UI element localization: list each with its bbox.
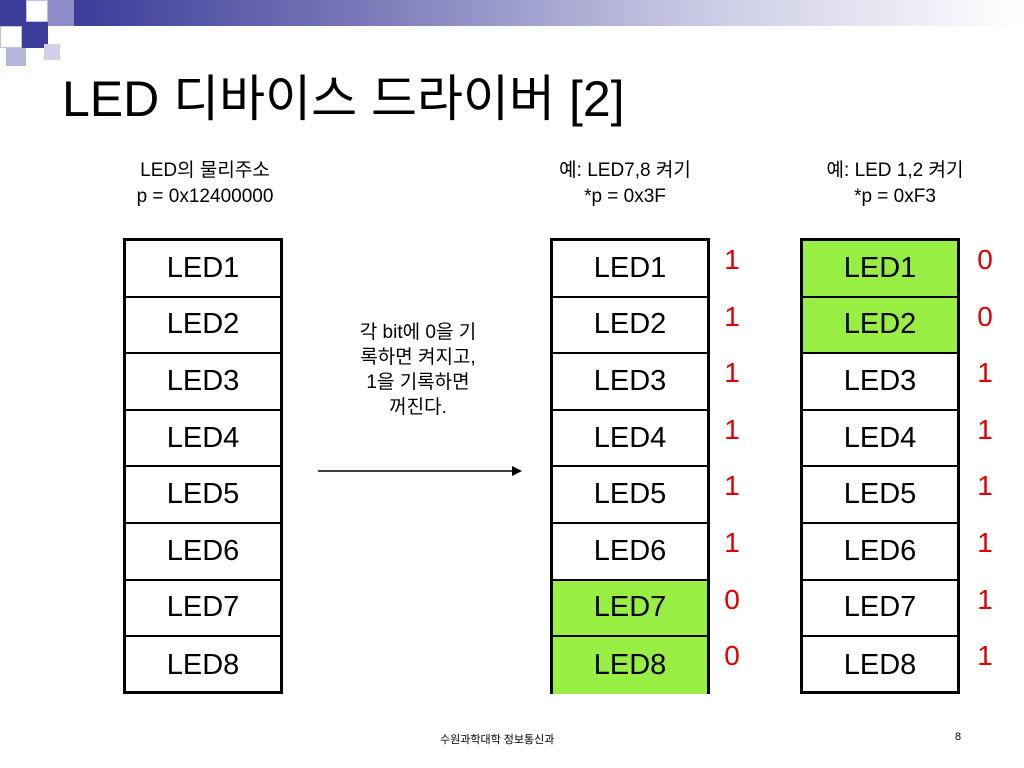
bit-explanation-note: 각 bit에 0을 기 록하면 켜지고, 1을 기록하면 꺼진다. (318, 320, 518, 420)
note-line: 1을 기록하면 (366, 372, 470, 393)
bit-value: 1 (977, 526, 993, 558)
led-cell: LED3 (126, 354, 280, 411)
led-cell: LED5 (126, 467, 280, 524)
bit-value: 1 (724, 244, 740, 275)
bit-value-column: 1 1 1 1 1 1 0 0 (717, 238, 747, 691)
deco-square (22, 22, 48, 48)
led-cell: LED3 (553, 354, 707, 411)
led-cell: LED1 (803, 241, 957, 298)
led-cell: LED4 (803, 411, 957, 468)
deco-square (48, 0, 74, 26)
right-arrow-icon (318, 466, 522, 476)
caption-line: *p = 0x3F (584, 186, 666, 207)
slide-title: LED 디바이스 드라이버 [2] (62, 71, 625, 127)
led-cell: LED4 (553, 411, 707, 468)
physical-address-caption: LED의 물리주소 p = 0x12400000 (100, 158, 310, 210)
deco-square (0, 0, 26, 26)
bit-value: 0 (724, 640, 740, 672)
bit-value: 0 (977, 244, 993, 275)
led-cell: LED2 (553, 298, 707, 355)
bit-value: 1 (977, 413, 993, 445)
deco-square (26, 0, 48, 22)
led-cell: LED6 (126, 524, 280, 581)
example-led12-caption: 예: LED 1,2 켜기 *p = 0xF3 (785, 158, 1005, 210)
bit-value: 1 (724, 470, 740, 502)
led-cell: LED7 (553, 580, 707, 638)
led-cell: LED6 (553, 524, 707, 581)
example-led78-caption: 예: LED7,8 켜기 *p = 0x3F (520, 158, 730, 210)
led-cell: LED8 (166, 648, 240, 681)
bit-value: 1 (724, 526, 740, 558)
led-cell: LED5 (553, 467, 707, 524)
led-cell: LED4 (126, 411, 280, 468)
bit-value: 0 (977, 300, 993, 332)
header-gradient-bar (74, 0, 1024, 26)
bit-value: 1 (724, 357, 740, 389)
led-cell: LED3 (803, 354, 957, 411)
page-number: 8 (955, 731, 962, 743)
bit-value: 1 (977, 470, 993, 502)
bit-value: 0 (724, 583, 740, 615)
bit-value: 1 (977, 357, 993, 389)
bit-value-column: 0 0 1 1 1 1 1 1 (970, 238, 1000, 691)
bit-value: 1 (724, 300, 740, 332)
note-line: 록하면 켜지고, (360, 347, 476, 368)
footer-text: 수원과학대학 정보통신과 (440, 734, 555, 746)
caption-line: 예: LED 1,2 켜기 (826, 160, 964, 181)
led-cell: LED2 (803, 297, 957, 355)
led-cell: LED8 (843, 648, 917, 681)
led-cell: LED2 (126, 298, 280, 355)
led-cell: LED8 (553, 637, 707, 694)
led-cell: LED7 (803, 581, 957, 638)
note-line: 각 bit에 0을 기 (359, 322, 477, 343)
led-cell: LED1 (126, 241, 280, 298)
led-cell: LED1 (553, 241, 707, 298)
caption-line: p = 0x12400000 (136, 186, 274, 207)
caption-line: 예: LED7,8 켜기 (559, 160, 691, 181)
deco-square (44, 44, 60, 60)
led-cell: LED5 (803, 467, 957, 524)
led-cell: LED7 (126, 581, 280, 638)
bit-value: 1 (724, 413, 740, 445)
note-line: 꺼진다. (389, 397, 447, 418)
deco-square (6, 48, 26, 66)
deco-square (0, 26, 22, 48)
bit-value: 1 (977, 640, 993, 672)
bit-value: 1 (977, 583, 993, 615)
caption-line: *p = 0xF3 (854, 186, 936, 207)
led-cell: LED6 (803, 524, 957, 581)
caption-line: LED의 물리주소 (140, 160, 270, 181)
